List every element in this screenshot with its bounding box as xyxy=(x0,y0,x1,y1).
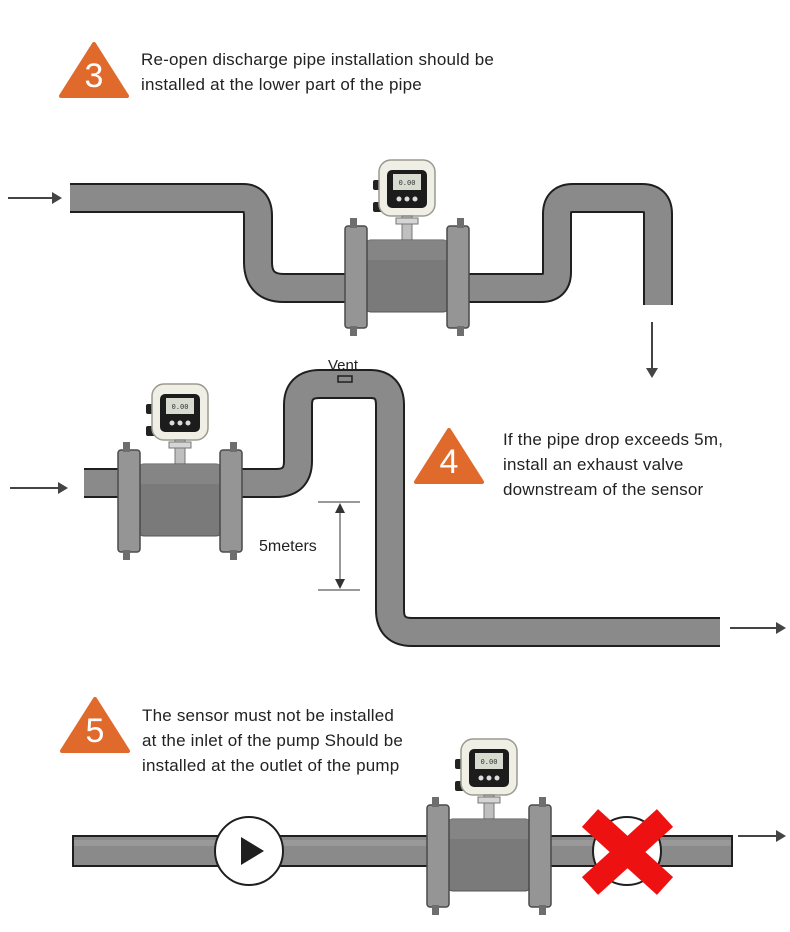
triangle-icon xyxy=(60,697,130,753)
text-line: The sensor must not be installed xyxy=(142,706,395,725)
distance-marker xyxy=(318,501,360,591)
red-cross-icon xyxy=(581,809,674,895)
flowmeter-icon xyxy=(344,159,470,337)
step-number: 4 xyxy=(439,443,459,481)
flow-arrow-icon xyxy=(8,192,62,204)
pipe-section-3 xyxy=(70,183,673,305)
distance-label: 5meters xyxy=(259,538,317,555)
flow-arrow-icon xyxy=(646,322,658,378)
flow-arrow-icon xyxy=(730,622,786,634)
pump-play-icon xyxy=(214,816,284,886)
text-line: installed at the outlet of the pump xyxy=(142,756,400,775)
step-badge-3: 3 xyxy=(59,42,129,98)
step-number: 3 xyxy=(84,57,104,95)
step-3-text: Re-open discharge pipe installation shou… xyxy=(141,47,494,97)
step-badge-4: 4 xyxy=(414,428,484,484)
triangle-icon xyxy=(59,42,129,98)
text-line: installed at the lower part of the pipe xyxy=(141,75,422,94)
step-4-text: If the pipe drop exceeds 5m, install an … xyxy=(503,427,723,502)
pipe-section-4 xyxy=(84,369,720,647)
text-line: downstream of the sensor xyxy=(503,480,704,499)
flowmeter-icon xyxy=(117,383,243,561)
flowmeter-icon xyxy=(426,738,552,916)
vent-label: Vent xyxy=(328,357,359,374)
vent-valve xyxy=(337,375,353,383)
text-line: If the pipe drop exceeds 5m, xyxy=(503,430,724,449)
text-line: at the inlet of the pump Should be xyxy=(142,731,404,750)
step-5-text: The sensor must not be installed at the … xyxy=(142,703,403,778)
text-line: Re-open discharge pipe installation shou… xyxy=(141,50,495,69)
triangle-icon xyxy=(414,428,484,484)
flow-arrow-icon xyxy=(738,830,786,842)
step-number: 5 xyxy=(85,712,105,750)
step-badge-5: 5 xyxy=(60,697,130,753)
text-line: install an exhaust valve xyxy=(503,455,684,474)
flow-arrow-icon xyxy=(10,482,68,494)
